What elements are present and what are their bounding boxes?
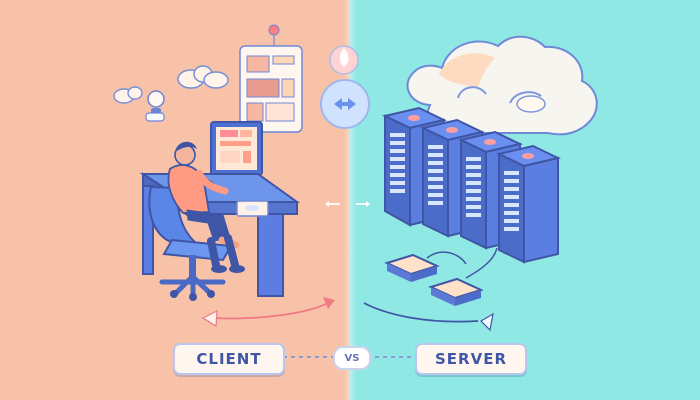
balloon-icon	[329, 45, 359, 75]
connection-arrow-icon	[201, 201, 494, 358]
lightbulb-icon	[145, 90, 165, 122]
computer-icon	[210, 121, 263, 197]
server-label: SERVER	[415, 343, 527, 375]
vs-badge: VS	[333, 346, 371, 370]
network-device-icon	[384, 247, 498, 306]
left-small-cloud-icon	[113, 65, 229, 104]
cloud-icon	[406, 35, 598, 136]
server-icon	[382, 106, 561, 264]
person-icon	[167, 141, 245, 273]
chair-icon	[148, 185, 233, 301]
floating-ui-card-icon	[239, 24, 303, 133]
connection-node-icon	[320, 79, 370, 129]
client-label: CLIENT	[173, 343, 285, 375]
